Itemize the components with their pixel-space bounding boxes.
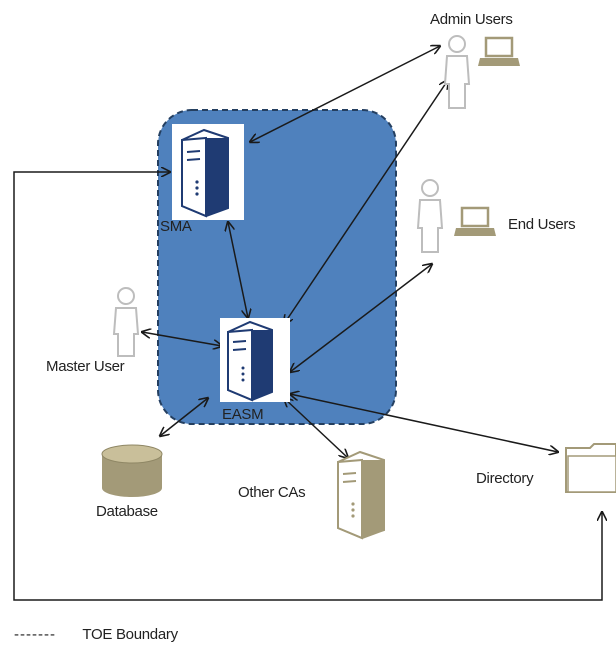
admin-users-label: Admin Users (430, 11, 513, 28)
other-cas-label: Other CAs (238, 484, 306, 501)
admin-person-icon (443, 35, 471, 109)
admin-laptop-icon (478, 36, 520, 66)
master-user-person-icon (112, 287, 140, 357)
database-icon (101, 444, 163, 497)
legend-text: TOE Boundary (82, 626, 178, 643)
other-cas-server-icon (337, 450, 385, 540)
directory-to-sma-line (13, 172, 602, 601)
enduser-laptop-icon (454, 206, 496, 236)
master-easm-arrow (142, 332, 222, 346)
master-user-label: Master User (46, 358, 125, 375)
legend-dashes: ------- (14, 626, 56, 643)
directory-folder-icon (565, 443, 616, 493)
database-label: Database (96, 503, 158, 520)
directory-label: Directory (476, 470, 534, 487)
easm-server-icon (220, 318, 290, 402)
enduser-person-icon (416, 179, 444, 253)
sma-label: SMA (160, 218, 192, 235)
easm-label: EASM (222, 406, 264, 423)
connection-arrows (142, 46, 558, 458)
easm-directory-arrow (290, 394, 558, 452)
sma-server-icon (172, 124, 244, 220)
easm-endusers-arrow (290, 264, 432, 372)
end-users-label: End Users (508, 216, 576, 233)
sma-easm-arrow (228, 222, 248, 318)
easm-database-arrow (160, 398, 208, 436)
legend: ------- TOE Boundary (14, 626, 178, 644)
